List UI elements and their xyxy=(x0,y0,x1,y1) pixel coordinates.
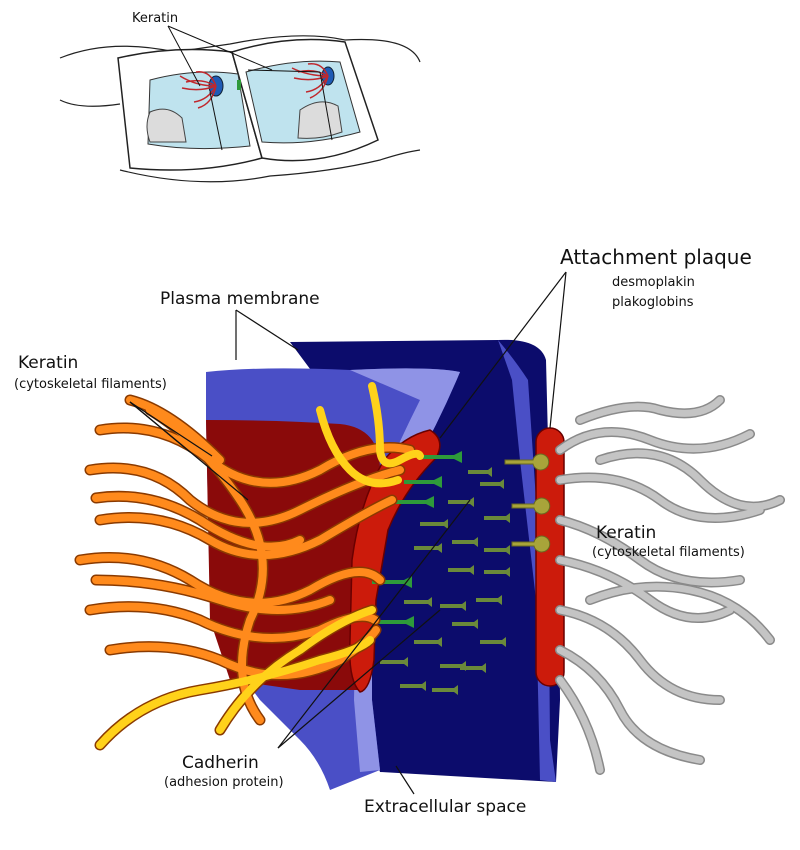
cadherin-right-olive xyxy=(504,453,551,553)
inset-keratin-label: Keratin xyxy=(132,11,178,26)
label-plakoglobins: plakoglobins xyxy=(612,295,694,310)
label-keratin-right: Keratin xyxy=(596,523,656,543)
keratin-filaments-left xyxy=(74,382,424,751)
inset-tissue-outline xyxy=(59,35,421,183)
cadherin-field xyxy=(380,467,510,695)
inset-keratin-filaments xyxy=(179,63,329,109)
cadherin-group xyxy=(372,451,551,695)
inset-cells: Keratin xyxy=(59,11,421,183)
cadherin-left-green xyxy=(372,451,462,628)
label-cadherin-sub: (adhesion protein) xyxy=(164,775,284,790)
inset-desmosome xyxy=(237,80,241,90)
label-plasma-membrane: Plasma membrane xyxy=(160,289,320,309)
label-cadherin: Cadherin xyxy=(182,753,259,773)
label-desmoplakin: desmoplakin xyxy=(612,275,695,290)
inset-vacuole-left xyxy=(146,108,187,143)
label-keratin-left: Keratin xyxy=(18,353,78,373)
inset-vacuole-right xyxy=(297,101,343,139)
label-keratin-right-sub: (cytoskeletal filaments) xyxy=(592,545,745,560)
keratin-filaments-right xyxy=(555,395,785,775)
inset-leader-lines xyxy=(167,25,333,151)
main-diagram: Attachment plaque desmoplakin plakoglobi… xyxy=(14,245,785,817)
label-extracellular-space: Extracellular space xyxy=(364,797,526,817)
label-keratin-left-sub: (cytoskeletal filaments) xyxy=(14,377,167,392)
label-attachment-plaque: Attachment plaque xyxy=(560,245,752,269)
leader-lines xyxy=(129,271,567,795)
